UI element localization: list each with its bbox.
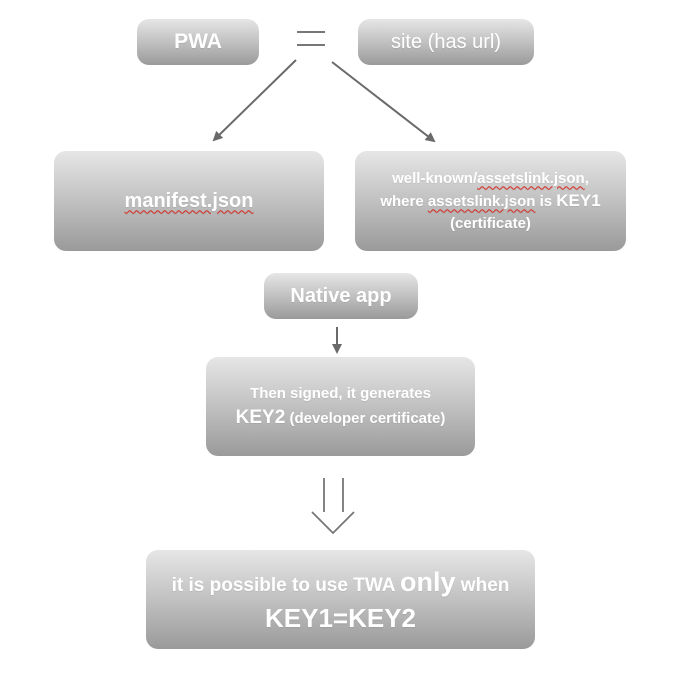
wellknown-node: well-known/assetslink.json, where assets… [355,151,626,251]
wellknown-line-2: where assetslink.json is KEY1 [380,190,600,213]
result-node: it is possible to use TWA only when KEY1… [146,550,535,649]
result-line-2: KEY1=KEY2 [264,602,417,633]
equals-sign [297,31,325,46]
pwa-label: PWA [174,30,222,53]
result-line-1: it is possible to use TWA only when [172,566,510,602]
site-label: site (has url) [390,30,502,53]
arrow-to-wellknown [331,61,436,143]
arrow-to-manifest [212,59,297,142]
result-pre-text: it is possible to use TWA [171,574,401,596]
implies-arrow [311,478,355,535]
native-app-node: Native app [264,273,418,319]
assetslink-file-1: assetslink.json [477,169,585,187]
is-text: is [535,192,557,210]
signed-line-1: Then signed, it generates [250,385,431,402]
manifest-label: manifest.json [124,189,254,212]
key1-label: KEY1 [556,190,601,210]
where-text: where [380,192,428,210]
result-post-text: when [455,574,510,596]
key2-label: KEY2 [235,407,286,428]
signed-node: Then signed, it generates KEY2 (develope… [206,357,475,456]
signed-line-2: KEY2 (developer certificate) [236,406,446,431]
site-node: site (has url) [358,19,534,65]
pwa-node: PWA [137,19,259,65]
wellknown-comma: , [584,169,589,187]
wellknown-path-text: well-known/ [392,169,478,187]
developer-cert-text: (developer certificate) [285,410,446,427]
wellknown-line-1: well-known/assetslink.json, [392,168,589,190]
wellknown-line-3: (certificate) [450,214,531,232]
native-app-label: Native app [290,284,392,307]
manifest-node: manifest.json [54,151,324,251]
only-emphasis: only [400,566,456,597]
assetslink-file-2: assetslink.json [427,192,536,210]
